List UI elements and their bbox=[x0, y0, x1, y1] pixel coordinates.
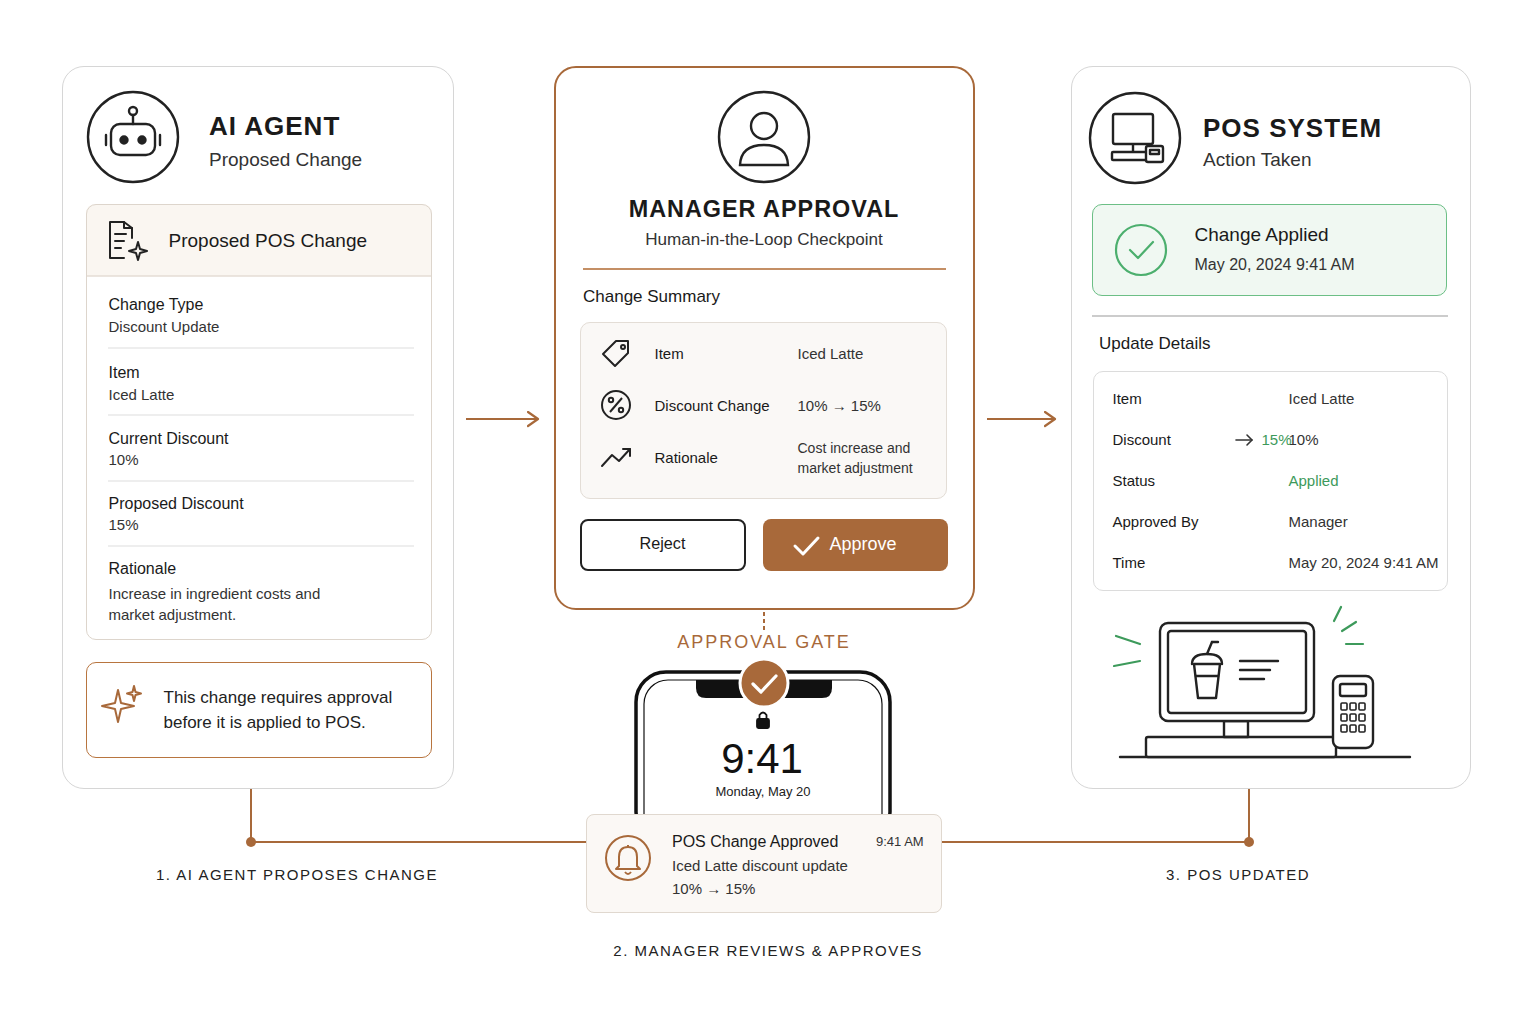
node-text: Cost increase and market adjustment bbox=[798, 438, 940, 478]
node-text: Proposed Change bbox=[209, 149, 362, 172]
node-text: 15% bbox=[109, 516, 139, 534]
flow-connector bbox=[987, 418, 1055, 420]
step-label: 1. AI AGENT PROPOSES CHANGE bbox=[47, 866, 547, 884]
node-text: Approved By bbox=[1113, 513, 1199, 531]
percent-icon bbox=[602, 391, 630, 419]
phone-clock: 9:41 bbox=[512, 734, 1012, 784]
node-text: Change Applied bbox=[1195, 224, 1329, 247]
node-text: Iced Latte bbox=[109, 386, 175, 404]
change-summary: Item Iced LatteDiscount Change 10% → 15% Ra… bbox=[580, 322, 947, 499]
discount-arrow bbox=[1236, 435, 1252, 445]
reject-button: Reject bbox=[580, 519, 746, 571]
pos-rule bbox=[1092, 315, 1448, 317]
approval-note: This change requires approval before it … bbox=[86, 662, 432, 758]
applied-fill bbox=[1092, 204, 1447, 296]
row-separators bbox=[108, 348, 414, 546]
node-text: May 20, 2024 9:41 AM bbox=[1289, 554, 1439, 572]
manager-panel: MANAGER APPROVAL Human-in-the-Loop Checkp… bbox=[554, 66, 975, 610]
node-text: Discount bbox=[1113, 431, 1171, 449]
node-text: Increase in ingredient costs and market … bbox=[109, 583, 349, 625]
update-details: Item Iced LatteDiscount 10%15% Status Applie… bbox=[1093, 371, 1448, 591]
node-text: Discount Update bbox=[109, 318, 220, 336]
node-text: Discount Change bbox=[655, 397, 770, 415]
node-text: Change Type bbox=[109, 295, 204, 314]
node-text: Current Discount bbox=[109, 429, 229, 448]
flow-connector bbox=[942, 789, 1249, 842]
person-icon bbox=[719, 92, 809, 182]
node-text: Reject bbox=[582, 534, 744, 553]
junction-dot bbox=[246, 837, 256, 847]
agent-panel: AI AGENT Proposed ChangeProposed POS Chan… bbox=[62, 66, 454, 789]
node-text: POS SYSTEM bbox=[1203, 113, 1382, 144]
node-text: Time bbox=[1113, 554, 1146, 572]
node-text: MANAGER APPROVAL bbox=[556, 195, 972, 223]
junction-dot bbox=[1244, 837, 1254, 847]
notification-fill bbox=[586, 814, 942, 913]
node-text: 10% → 15% bbox=[798, 397, 881, 415]
robot-icon bbox=[88, 92, 178, 182]
node-text: Manager bbox=[1289, 513, 1348, 531]
node-text: 10% bbox=[1289, 431, 1319, 449]
flow-connector bbox=[251, 789, 586, 842]
node-text: 15% bbox=[1262, 431, 1292, 449]
bell-icon bbox=[606, 836, 650, 880]
step-label: 2. MANAGER REVIEWS & APPROVES bbox=[518, 942, 1018, 960]
gate-dashes bbox=[763, 612, 765, 630]
document-icon bbox=[110, 222, 147, 260]
card-header-fill bbox=[86, 204, 432, 276]
applied-check bbox=[1116, 225, 1166, 275]
node-text: Item bbox=[655, 345, 684, 363]
trend-icon bbox=[602, 449, 630, 466]
node-text: Proposed POS Change bbox=[169, 230, 368, 253]
gate-label: APPROVAL GATE bbox=[514, 632, 1014, 654]
approve-button: Approve bbox=[763, 519, 948, 571]
node-text: Iced Latte discount update bbox=[672, 857, 848, 875]
node-text: Iced Latte bbox=[798, 345, 864, 363]
node-text: Status bbox=[1113, 472, 1156, 490]
summary-fill bbox=[580, 322, 947, 499]
applied-status: Change AppliedMay 20, 2024 9:41 AM bbox=[1092, 204, 1447, 296]
gate-check bbox=[740, 659, 788, 707]
pos-icon bbox=[1090, 93, 1180, 183]
node-text: AI AGENT bbox=[209, 111, 340, 142]
node-text: Proposed Discount bbox=[109, 494, 244, 513]
node-text: 10% → 15% bbox=[672, 880, 755, 898]
phone-date: Monday, May 20 bbox=[513, 784, 1013, 800]
node-text: Rationale bbox=[655, 449, 718, 467]
node-text: May 20, 2024 9:41 AM bbox=[1195, 255, 1355, 274]
node-text: Approve bbox=[830, 534, 897, 556]
node-text: 10% bbox=[109, 451, 139, 469]
node-text: 9:41 AM bbox=[876, 834, 924, 850]
node-text: POS Change Approved bbox=[672, 832, 838, 851]
node-text: Applied bbox=[1289, 472, 1339, 490]
activity-marks bbox=[1114, 607, 1363, 666]
pos-terminal-illustration bbox=[1120, 623, 1410, 757]
node-text: This change requires approval before it … bbox=[164, 685, 416, 735]
approve-fill bbox=[763, 519, 948, 571]
node-text: Item bbox=[109, 363, 140, 382]
node-text: Action Taken bbox=[1203, 149, 1311, 172]
tag-icon bbox=[603, 341, 628, 366]
pos-panel: POS SYSTEM Action TakenUpdate Details Chan… bbox=[1071, 66, 1471, 789]
node-text: Iced Latte bbox=[1289, 390, 1355, 408]
node-text: Item bbox=[1113, 390, 1142, 408]
card-fill bbox=[86, 204, 432, 640]
note-fill bbox=[86, 662, 432, 758]
node-text: Rationale bbox=[109, 559, 177, 578]
step-label: 3. POS UPDATED bbox=[988, 866, 1488, 884]
flow-connector bbox=[466, 418, 538, 420]
approve-check bbox=[795, 538, 818, 554]
node-text: Change Summary bbox=[583, 287, 720, 307]
proposal-card: Proposed POS ChangeChange TypeDiscount U… bbox=[86, 204, 432, 640]
node-text: Update Details bbox=[1099, 334, 1211, 354]
manager-rule bbox=[583, 268, 946, 270]
sparkle-icon bbox=[102, 686, 141, 722]
header-rule bbox=[86, 275, 432, 277]
node-text: Human-in-the-Loop Checkpoint bbox=[556, 230, 972, 251]
notification-card: POS Change Approved 9:41 AM Iced Latte dis… bbox=[586, 814, 942, 913]
